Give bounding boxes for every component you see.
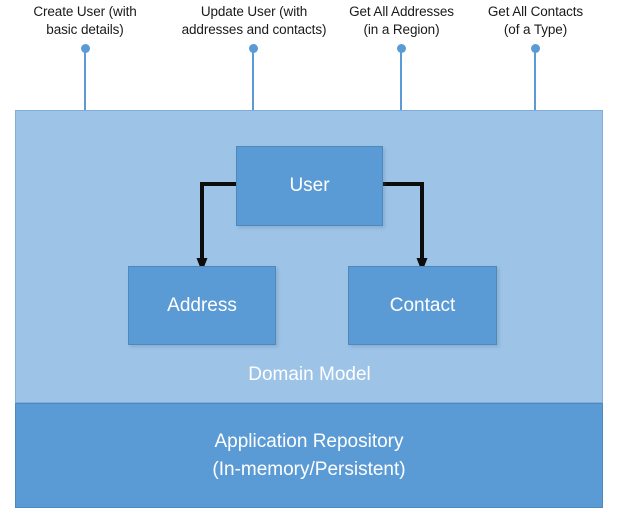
application-repository-panel: Application Repository (In-memory/Persis… — [15, 403, 603, 508]
callout-label-get-all-contacts: Get All Contacts (of a Type) — [487, 4, 584, 38]
entity-box-address[interactable]: Address — [128, 266, 276, 345]
callout-label-update-user: Update User (with addresses and contacts… — [181, 4, 327, 38]
callout-line-get-all-contacts — [534, 48, 536, 111]
callout-line-create-user — [84, 48, 86, 111]
callout-label-create-user: Create User (with basic details) — [33, 4, 137, 38]
callout-line-update-user — [252, 48, 254, 111]
entity-box-user[interactable]: User — [236, 146, 383, 226]
entity-box-contact[interactable]: Contact — [348, 266, 497, 345]
application-repository-subtitle: (In-memory/Persistent) — [212, 458, 406, 480]
domain-model-label: Domain Model — [248, 364, 371, 385]
callout-label-get-all-addresses: Get All Addresses (in a Region) — [349, 4, 454, 38]
callout-line-get-all-addresses — [400, 48, 402, 111]
application-repository-title: Application Repository — [214, 430, 404, 452]
